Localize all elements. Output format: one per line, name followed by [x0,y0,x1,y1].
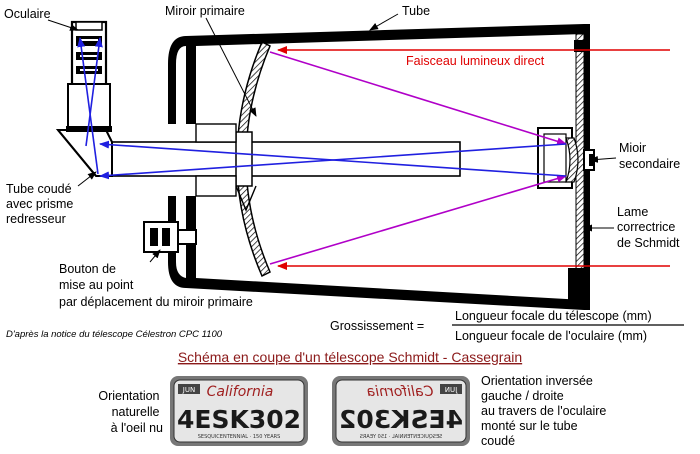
svg-text:JUN: JUN [445,386,458,394]
license-plate-mirrored: JUN California 4ESK302 SESQUICENTENNIAL … [332,376,470,446]
orientation-inverted-text: Orientation inversée gauche / droite au … [481,374,610,448]
secondary-mirror [565,137,579,183]
tube-wall [186,24,584,124]
label-tube: Tube [402,4,430,18]
svg-text:Longueur focale de l'oculaire: Longueur focale de l'oculaire (mm) [455,329,647,343]
label-diagonal: Tube coudé avec prisme redresseur [6,182,77,226]
label-direct-beam: Faisceau lumineux direct [406,54,545,68]
svg-text:Grossissement =: Grossissement = [330,319,424,333]
license-plate-normal: JUN California 4ESK302 SESQUICENTENNIAL … [170,376,308,446]
magnification-formula: Grossissement = Longueur focale du téles… [330,309,684,343]
svg-text:SESQUICENTENNIAL · 150 YEARS: SESQUICENTENNIAL · 150 YEARS [198,434,281,440]
tube-wall-bottom [186,196,584,310]
label-secondary-mirror: Mioir secondaire [619,141,680,171]
svg-text:JUN: JUN [182,386,195,394]
light-rays [77,37,670,270]
label-eyepiece: Oculaire [4,7,51,21]
svg-text:California: California [207,384,274,400]
credit-note: D'après la notice du télescope Célestron… [6,329,223,340]
focus-knob [143,221,197,253]
label-primary-mirror: Miroir primaire [165,4,245,18]
svg-text:California: California [367,384,434,400]
eyepiece [66,20,112,132]
baffle-tube [111,141,461,177]
svg-text:Longueur focale du télescope (: Longueur focale du télescope (mm) [455,309,652,323]
svg-text:4ESK302: 4ESK302 [339,405,463,434]
diagram-caption: Schéma en coupe d'un télescope Schmidt -… [178,349,522,365]
orientation-normal-text: Orientation naturelle à l'oeil nu [98,389,163,435]
svg-text:4ESK302: 4ESK302 [177,405,301,434]
primary-mirror [236,40,271,278]
telescope-body [55,20,595,310]
leader-lines [47,13,617,263]
diagonal-housing [55,129,113,177]
label-focus: Bouton de mise au point par déplacement … [59,262,253,309]
label-corrector: Lame correctrice de Schmidt [617,205,680,250]
svg-text:SESQUICENTENNIAL · 150 YEARS: SESQUICENTENNIAL · 150 YEARS [360,434,443,440]
